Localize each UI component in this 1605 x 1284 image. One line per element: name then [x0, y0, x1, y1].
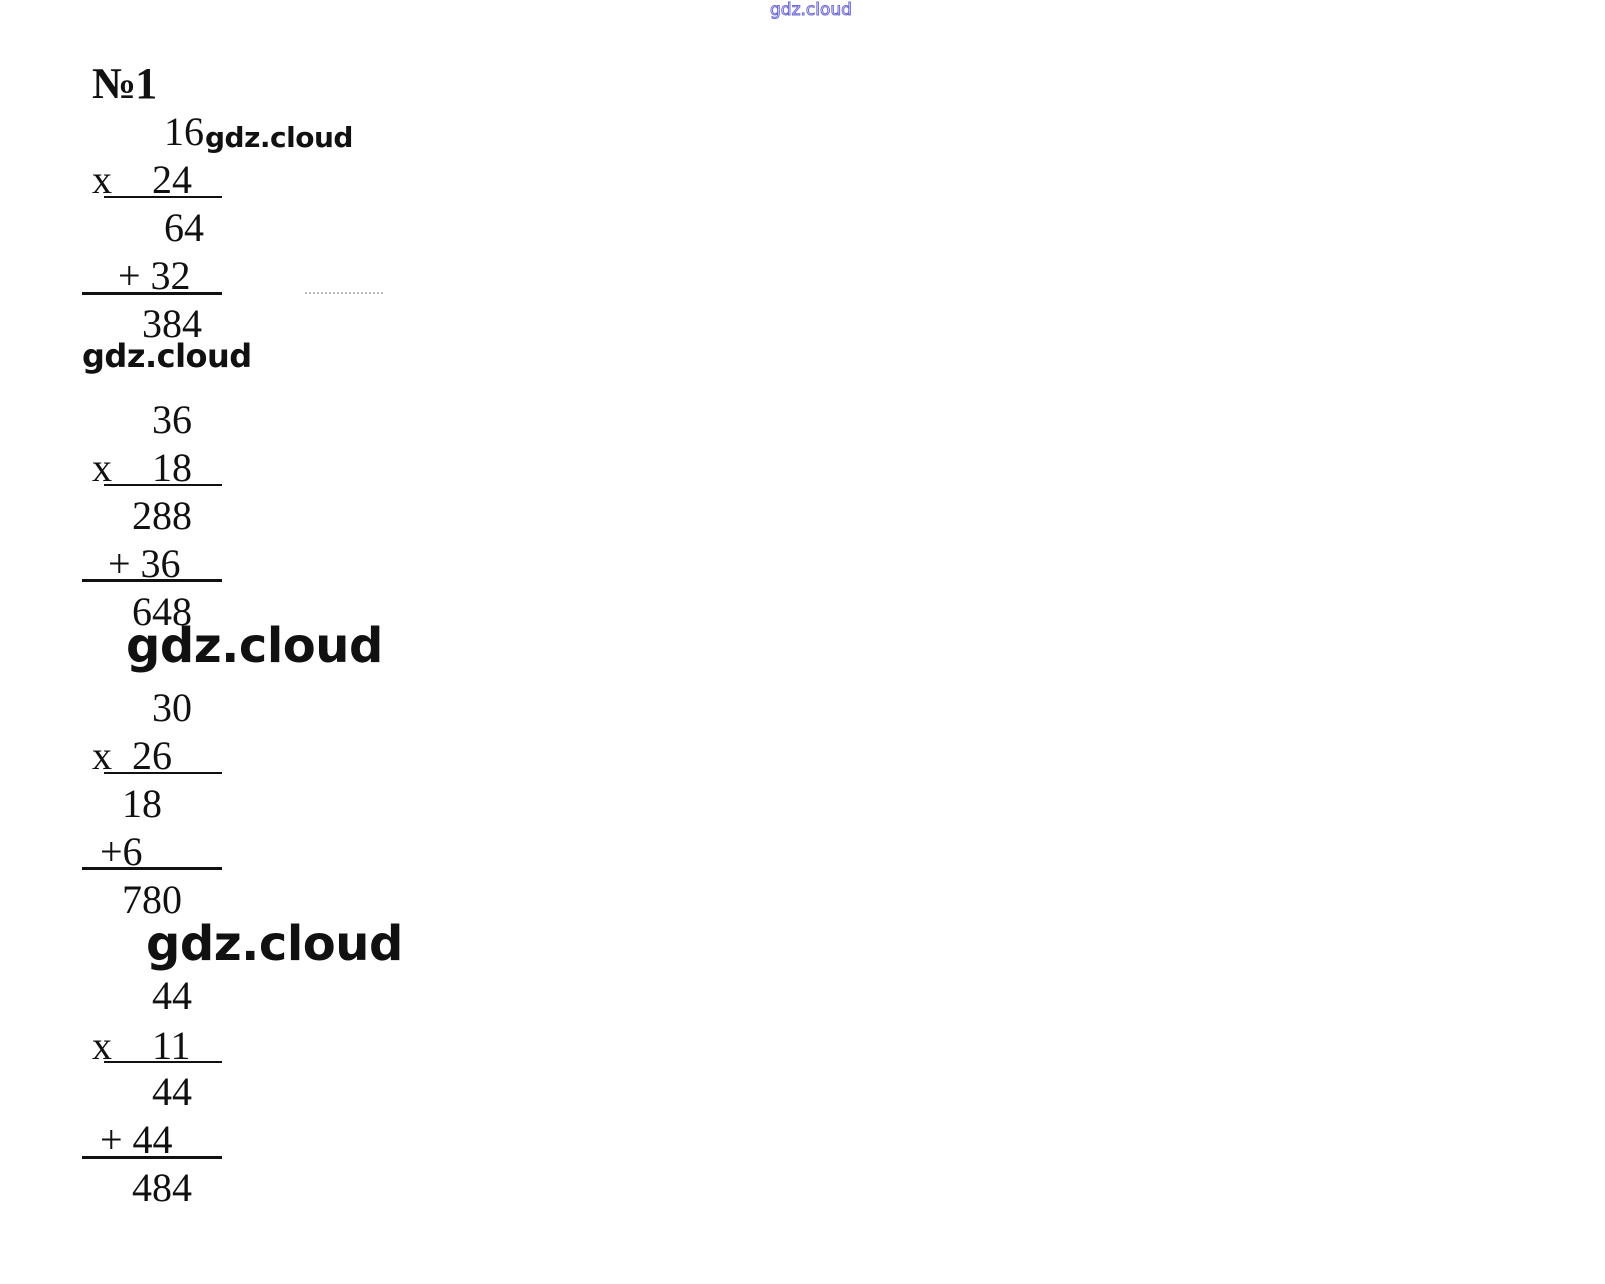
multiply-underline [104, 196, 222, 198]
result: 780 [122, 877, 182, 922]
site-watermark-header: gdz.cloud [770, 0, 853, 21]
multiply-underline [104, 1061, 222, 1063]
multiplicand: 16 [164, 109, 204, 154]
multiplicand: 44 [152, 973, 192, 1018]
partial-product-1: 18 [122, 781, 162, 826]
watermark: gdz.cloud [82, 337, 252, 375]
multiply-underline [104, 484, 222, 486]
partial-product-2: + 32 [118, 253, 191, 298]
partial-product-1: 64 [164, 205, 204, 250]
partial-product-1: 288 [132, 493, 192, 538]
multiplicand: 36 [152, 397, 192, 442]
partial-product-1: 44 [152, 1069, 192, 1114]
multiplier-line: x 26 [92, 733, 172, 778]
result: 484 [132, 1165, 192, 1210]
watermark: gdz.cloud [146, 916, 403, 972]
partial-product-2: +6 [100, 829, 143, 874]
multiplier-line: x 11 [92, 1023, 191, 1068]
watermark: gdz.cloud [126, 618, 383, 674]
watermark: gdz.cloud [205, 121, 353, 154]
sum-underline [82, 579, 222, 582]
result: 384 [142, 301, 202, 346]
multiplicand: 30 [152, 685, 192, 730]
multiplier-line: x 24 [92, 157, 192, 202]
multiplier-line: x 18 [92, 445, 192, 490]
multiply-underline [104, 772, 222, 774]
result: 648 [132, 589, 192, 634]
task-title: №1 [92, 59, 157, 108]
scan-speck [305, 292, 383, 298]
sum-underline [82, 292, 222, 295]
sum-underline [82, 867, 222, 870]
partial-product-2: + 36 [108, 541, 181, 586]
partial-product-2: + 44 [100, 1117, 173, 1162]
sum-underline [82, 1156, 222, 1159]
